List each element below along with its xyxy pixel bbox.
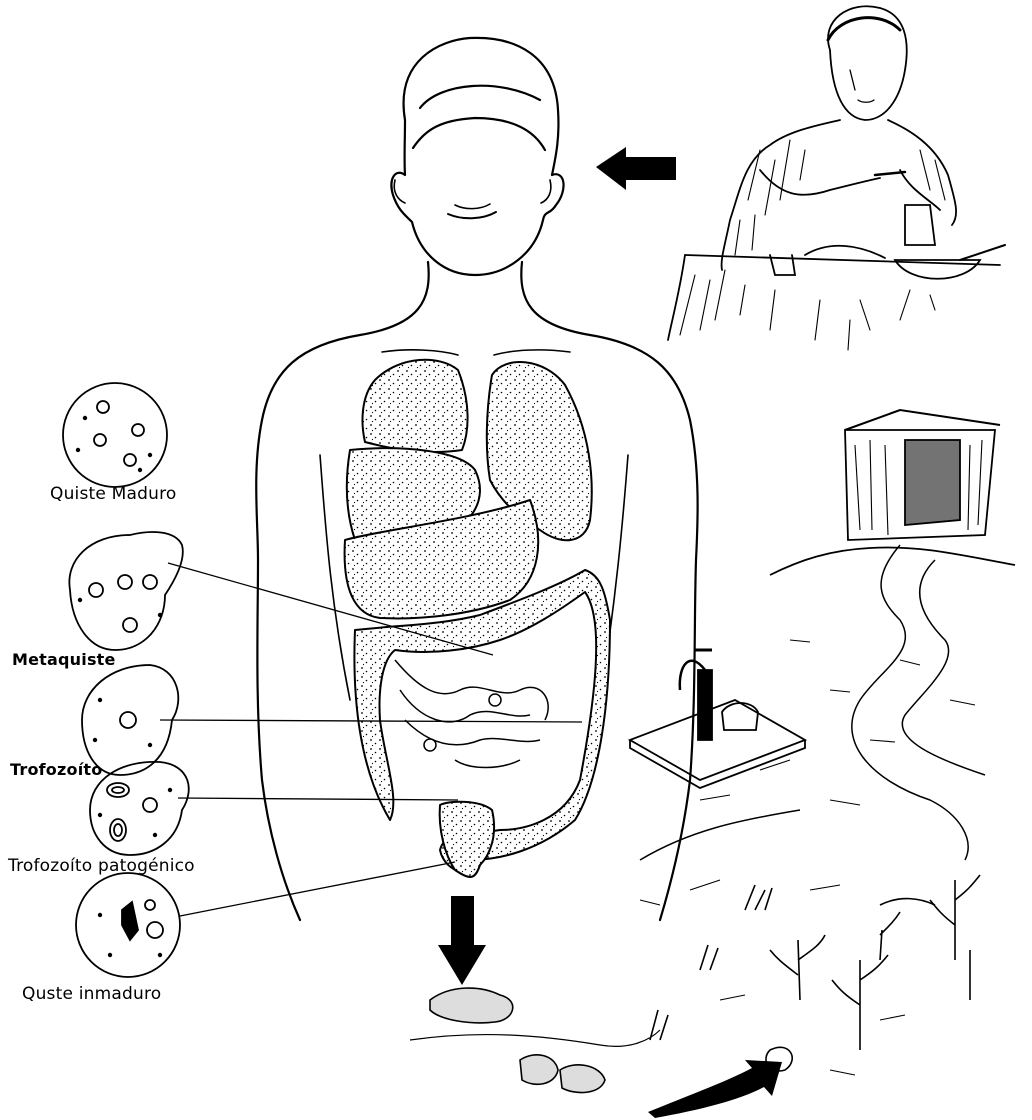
lung-left <box>362 360 467 452</box>
label-quiste-maduro: Quiste Maduro <box>50 484 177 504</box>
head-outline <box>391 38 563 275</box>
label-quiste-inmaduro: Quste inmaduro <box>22 984 161 1004</box>
trofozoito-patogenico-cell <box>90 762 189 855</box>
stage-cells <box>63 383 189 977</box>
quiste-inmaduro-cell <box>76 873 180 977</box>
label-trofozoito-patogenico: Trofozoíto patogénico <box>8 856 195 876</box>
pointer-quiste-inmaduro <box>180 862 455 916</box>
water-pump-illustration <box>630 650 805 788</box>
arrow-down-icon <box>438 896 486 985</box>
person-eating-illustration <box>668 6 1005 350</box>
latrine-illustration <box>770 410 1015 575</box>
field-plants-illustration <box>410 875 980 1093</box>
arrow-left-icon <box>596 147 676 190</box>
path-lines <box>640 545 985 860</box>
small-intestine <box>395 660 548 768</box>
arrow-curved-icon <box>648 1060 782 1118</box>
label-trofozoito: Trofozoíto <box>10 760 102 779</box>
metaquiste-cell <box>69 532 182 650</box>
pointer-trofozoito-patogenico <box>178 798 458 800</box>
label-metaquiste: Metaquiste <box>12 650 116 669</box>
quiste-maduro-cell <box>63 383 167 487</box>
